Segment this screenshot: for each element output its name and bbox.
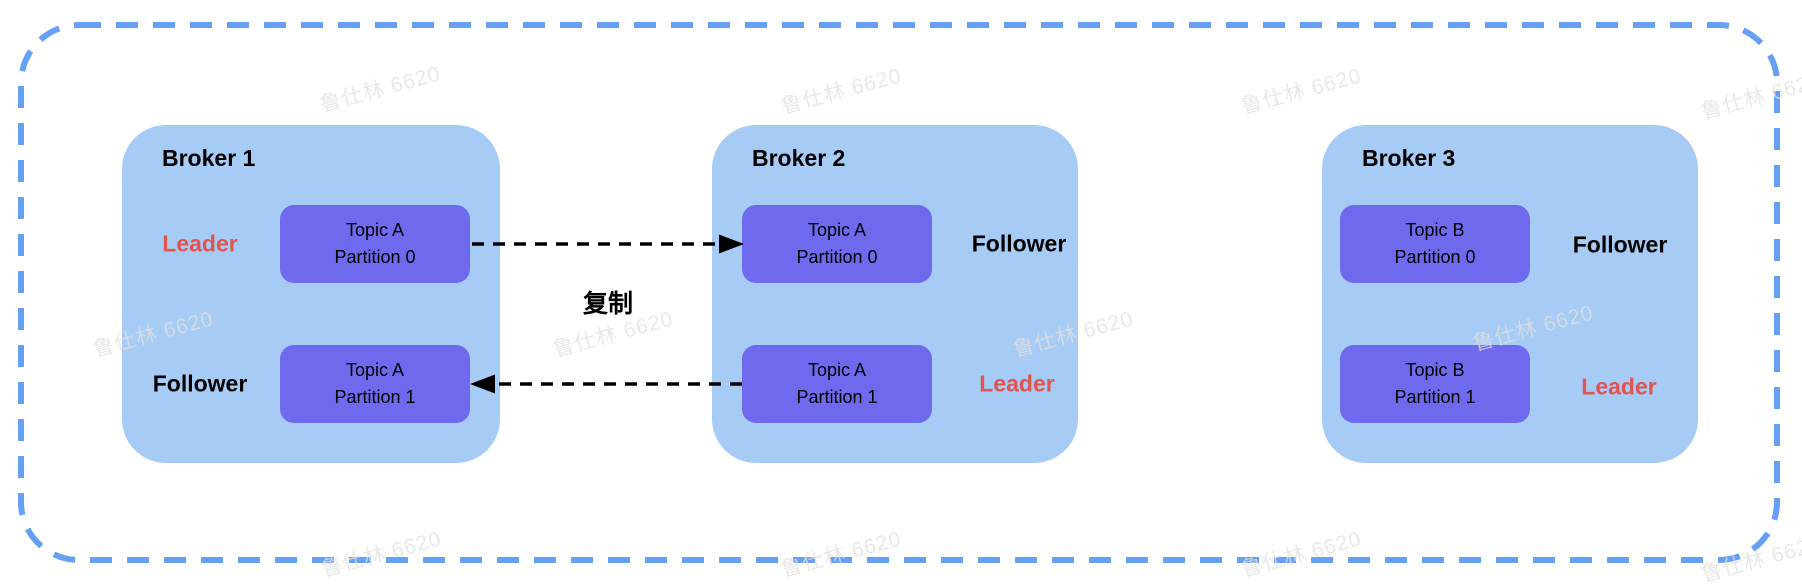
broker-2-partition-1: Topic A Partition 1 — [742, 345, 932, 423]
replication-label: 复制 — [582, 290, 634, 318]
partition-number: Partition 1 — [796, 387, 878, 407]
broker-3-partition-0: Topic B Partition 0 — [1340, 205, 1530, 283]
broker-2-partition-1-role: Leader — [979, 370, 1055, 397]
broker-1-partition-0-role: Leader — [162, 230, 238, 257]
broker-2-partition-0: Topic A Partition 0 — [742, 205, 932, 283]
broker-2-title: Broker 2 — [752, 145, 846, 171]
watermark: 鲁仕林 6620 — [1698, 532, 1802, 584]
partition-number: Partition 0 — [1394, 247, 1476, 267]
broker-1-partition-1: Topic A Partition 1 — [280, 345, 470, 423]
broker-3-partition-1: Topic B Partition 1 — [1340, 345, 1530, 423]
broker-3-box: Broker 3 Topic B Partition 0 Follower To… — [1322, 125, 1698, 463]
partition-topic: Topic A — [345, 360, 405, 380]
broker-3-title: Broker 3 — [1362, 145, 1456, 171]
broker-2-box: Broker 2 Topic A Partition 0 Follower To… — [712, 125, 1078, 463]
watermark: 鲁仕林 6620 — [778, 527, 905, 582]
partition-topic: Topic A — [345, 220, 405, 240]
partition-topic: Topic B — [1405, 220, 1465, 240]
broker-1-partition-0: Topic A Partition 0 — [280, 205, 470, 283]
watermark: 鲁仕林 6620 — [1698, 69, 1802, 124]
watermark: 鲁仕林 6620 — [317, 62, 444, 117]
partition-number: Partition 0 — [796, 247, 878, 267]
watermark: 鲁仕林 6620 — [1238, 527, 1365, 582]
partition-topic: Topic A — [807, 220, 867, 240]
partition-number: Partition 0 — [334, 247, 416, 267]
partition-number: Partition 1 — [1394, 387, 1476, 407]
watermark: 鲁仕林 6620 — [318, 527, 445, 582]
broker-1-title: Broker 1 — [162, 145, 256, 171]
partition-number: Partition 1 — [334, 387, 416, 407]
watermark: 鲁仕林 6620 — [778, 64, 905, 119]
broker-2-partition-0-role: Follower — [971, 230, 1067, 257]
broker-3-partition-0-role: Follower — [1572, 231, 1668, 258]
watermark: 鲁仕林 6620 — [1238, 64, 1365, 119]
broker-1-box: Broker 1 Leader Topic A Partition 0 Foll… — [122, 125, 500, 463]
partition-topic: Topic B — [1405, 360, 1465, 380]
broker-1-partition-1-role: Follower — [152, 370, 248, 397]
broker-3-partition-1-role: Leader — [1581, 373, 1657, 400]
partition-topic: Topic A — [807, 360, 867, 380]
